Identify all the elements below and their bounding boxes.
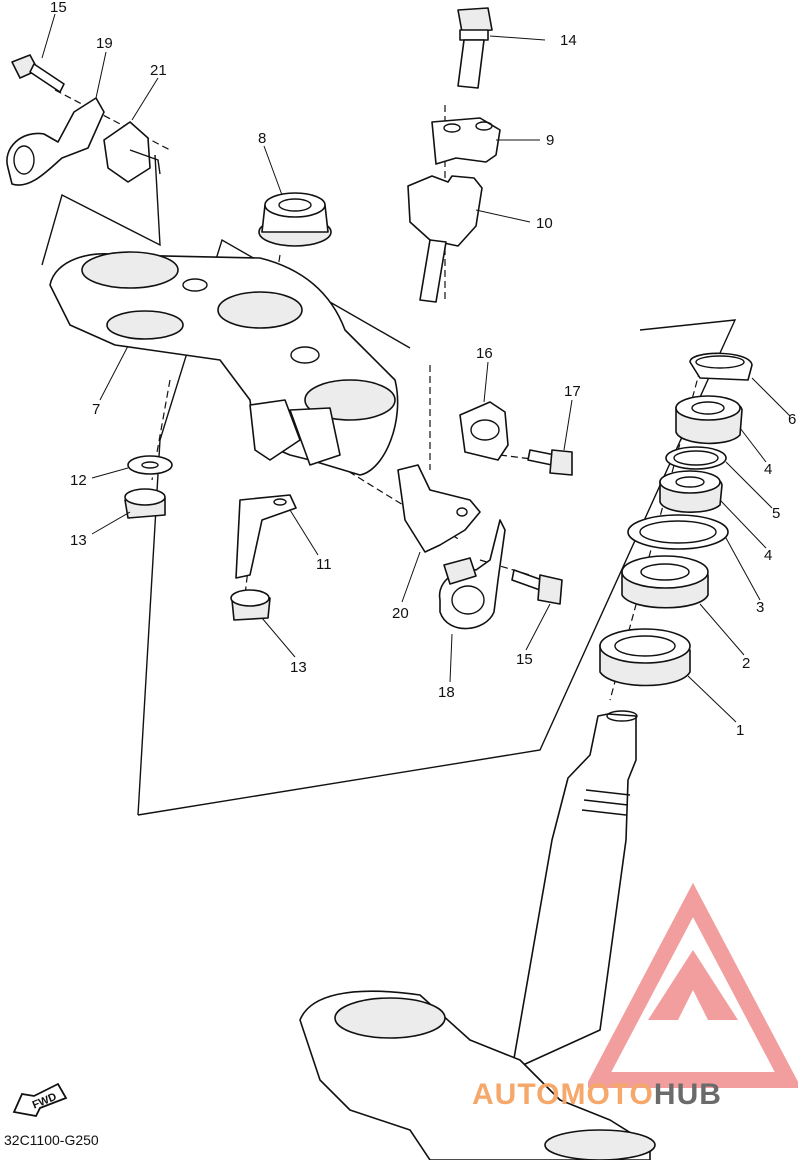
automotohub-logo-mark (588, 882, 798, 1088)
nut-13-center (230, 589, 271, 621)
label-part-12: 12 (70, 472, 87, 489)
bearing-1 (599, 628, 691, 687)
label-part-6: 6 (788, 411, 796, 428)
label-part-19: 19 (96, 35, 113, 52)
leader-lines (41, 13, 791, 723)
label-part-15-right: 15 (516, 651, 533, 668)
label-part-3: 3 (756, 599, 764, 616)
label-part-16: 16 (476, 345, 493, 362)
handlebar-holder-lower-10 (407, 175, 483, 303)
fwd-arrow-icon: FWD (12, 1082, 68, 1118)
cable-guide-19 (6, 97, 105, 186)
bolt-15-top (11, 54, 65, 93)
watermark-text-hub: HUB (653, 1078, 722, 1111)
label-part-7: 7 (92, 401, 100, 418)
label-part-8: 8 (258, 130, 266, 147)
collar-8 (258, 192, 332, 247)
clamp-21 (103, 121, 161, 183)
label-part-9: 9 (546, 132, 554, 149)
label-part-14: 14 (560, 32, 577, 49)
label-part-15-top: 15 (50, 0, 67, 16)
ring-nut-4-lower (659, 470, 723, 514)
nut-13-left (124, 488, 166, 519)
handlebar-holder-upper-9 (431, 117, 501, 165)
washer-5 (665, 446, 727, 470)
watermark-text-moto: MOTO (560, 1078, 654, 1111)
bearing-2 (621, 555, 709, 609)
label-part-1: 1 (736, 722, 744, 739)
washer-6 (689, 352, 753, 381)
diagram-code: 32C1100-G250 (4, 1132, 99, 1148)
fwd-label: FWD (31, 1091, 59, 1112)
ring-nut-4-upper (675, 395, 743, 445)
label-part-4-upper: 4 (764, 461, 772, 478)
steering-stem (511, 710, 638, 1071)
label-part-5: 5 (772, 505, 780, 522)
label-part-17: 17 (564, 383, 581, 400)
label-part-4-lower: 4 (764, 547, 772, 564)
bolt-17 (527, 449, 573, 476)
bracket-11 (235, 494, 297, 579)
label-part-20: 20 (392, 605, 409, 622)
label-part-13-left: 13 (70, 532, 87, 549)
bolt-14 (457, 7, 493, 89)
upper-bracket-7 (49, 251, 399, 476)
label-part-21: 21 (150, 62, 167, 79)
label-part-10: 10 (536, 215, 553, 232)
cable-guide-18 (438, 519, 506, 630)
label-part-11: 11 (316, 556, 332, 573)
lower-bracket (299, 990, 656, 1160)
cover-3 (627, 514, 729, 550)
label-part-18: 18 (438, 684, 455, 701)
automotohub-watermark-text: AUTOMOTOHUB (472, 1078, 722, 1112)
holder-16 (459, 401, 509, 461)
watermark-text-auto: AUTO (472, 1078, 561, 1111)
part-labels: 15 19 21 8 14 9 10 7 12 13 11 13 16 17 2… (50, 0, 796, 739)
label-part-13-center: 13 (290, 659, 307, 676)
bracket-20 (397, 464, 481, 553)
bolt-15-right (511, 569, 563, 605)
washer-12 (127, 455, 173, 475)
label-part-2: 2 (742, 655, 750, 672)
assembly-outline-lines (41, 89, 737, 816)
